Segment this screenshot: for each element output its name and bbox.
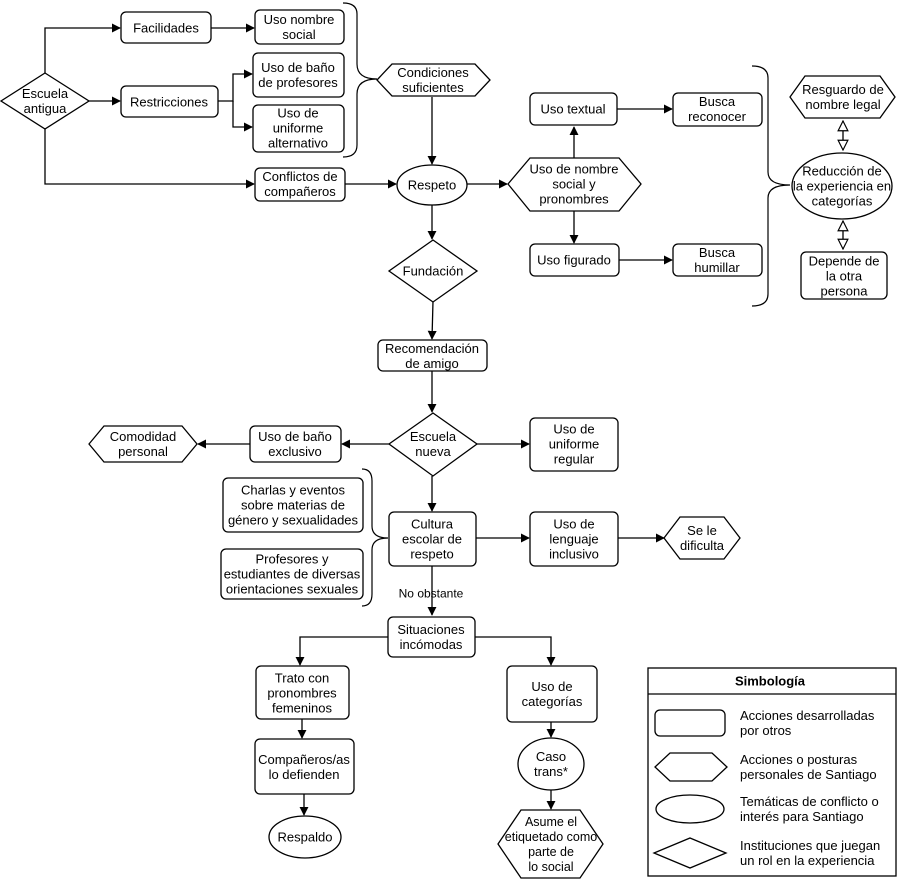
node-uso-textual (529, 92, 618, 126)
arrow-escuela-antigua-facilidades (44, 23, 121, 73)
node-uso-nombre-social (254, 9, 345, 45)
node-respaldo (268, 815, 342, 859)
braces (342, 2, 791, 607)
brace-charlas-cultura (361, 468, 389, 607)
node-escuela-nueva (387, 412, 479, 477)
arrow-restricciones-uniforme (232, 101, 253, 132)
node-uso-categorias (506, 665, 598, 723)
node-companeros-defienden (254, 738, 355, 795)
arrow-restricciones-bano (218, 69, 253, 102)
node-charlas-eventos (222, 477, 364, 533)
legend-title: Simbología (735, 674, 806, 689)
node-facilidades (120, 11, 212, 44)
legend-shape-diamond (652, 837, 728, 869)
arrow-fundacion-recomendacion (427, 300, 437, 340)
label-no-obstante: No obstante (399, 587, 464, 601)
node-uso-nombre-pronombres (507, 157, 642, 212)
node-uso-bano-exclusivo (249, 425, 342, 463)
node-uso-lenguaje-inclusivo (529, 511, 619, 567)
arrow-escuela-antigua-conflictos (44, 129, 255, 189)
node-asume-etiquetado (497, 809, 604, 879)
connectors (44, 23, 843, 816)
node-depende-otra-persona (800, 251, 888, 300)
node-cultura-escolar (388, 511, 477, 567)
node-se-le-dificulta (663, 516, 741, 560)
node-escuela-antigua (0, 72, 91, 130)
label-uso-figurado: Uso figurado (537, 253, 611, 268)
node-busca-humillar (672, 243, 763, 277)
label-fundacion: Fundación (403, 264, 464, 279)
node-busca-reconocer (672, 92, 763, 127)
label-facilidades: Facilidades (133, 21, 199, 36)
node-fundacion (387, 239, 479, 303)
arrow-situaciones-categorias (475, 636, 556, 666)
node-trato-pronombres-femeninos (255, 665, 350, 720)
node-caso-trans (517, 737, 585, 791)
node-comodidad-personal (88, 425, 198, 463)
legend-shape-rounded-rectangle (654, 709, 726, 737)
label-restricciones: Restricciones (130, 95, 209, 110)
node-uso-uniforme-regular (529, 417, 619, 472)
brace-restricciones-condiciones (342, 2, 378, 158)
node-uso-figurado (529, 243, 620, 277)
node-recomendacion-amigo (377, 339, 488, 372)
legend-shape-ellipse (655, 794, 725, 824)
node-profesores-estudiantes (220, 548, 364, 600)
arrow-situaciones-trato (295, 636, 388, 666)
node-condiciones-suficientes (376, 63, 491, 97)
label-respaldo: Respaldo (278, 830, 333, 845)
node-restricciones (120, 85, 219, 118)
node-respeto (396, 164, 468, 206)
node-uso-bano-profesores (252, 52, 345, 98)
node-resguardo-nombre-legal (789, 75, 896, 119)
brace-uso-nombre-reduccion (751, 65, 791, 307)
node-situaciones-incomodas (387, 616, 476, 658)
node-uso-uniforme-alternativo (252, 104, 345, 153)
legend-shape-hexagon (654, 752, 728, 782)
label-respeto: Respeto (408, 178, 456, 193)
node-reduccion-experiencia (791, 152, 893, 220)
label-uso-textual: Uso textual (540, 102, 605, 117)
node-conflictos-companeros (254, 167, 346, 202)
